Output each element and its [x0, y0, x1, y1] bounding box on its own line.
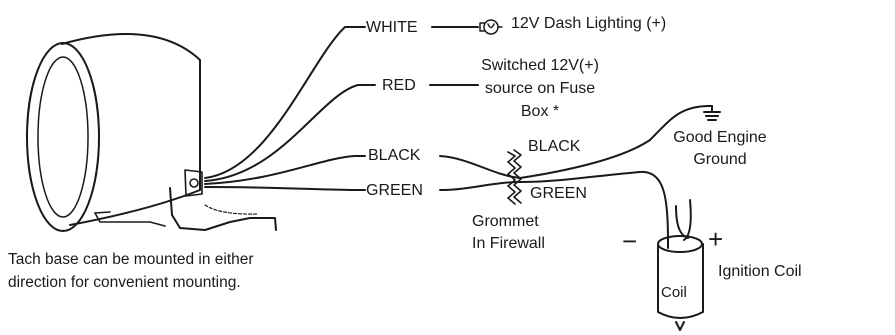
wire-label-black-after: BLACK	[528, 138, 581, 155]
wire-label-green: GREEN	[366, 182, 423, 199]
wire-black-after	[519, 104, 713, 179]
wire-black	[204, 155, 366, 185]
ground-label-2: Ground	[693, 151, 747, 168]
mounting-note-line-2: direction for convenient mounting.	[8, 274, 241, 291]
coil-minus-sign: −	[622, 226, 638, 256]
wire-label-black: BLACK	[368, 147, 421, 164]
coil-plus-sign: +	[708, 224, 724, 254]
dash-lighting-label: 12V Dash Lighting (+)	[511, 15, 667, 32]
grommet-label-2: In Firewall	[472, 235, 545, 252]
grommet-label-1: Grommet	[472, 213, 539, 230]
coil-label: Coil	[661, 284, 687, 301]
wire-label-green-after: GREEN	[530, 185, 587, 202]
switched-source-label-3: Box *	[520, 103, 560, 120]
ground-symbol-icon	[703, 105, 721, 121]
grommet-icon	[507, 149, 522, 205]
switched-source-label-2: source on Fuse	[484, 80, 596, 97]
wire-green	[204, 186, 366, 191]
ignition-coil-icon	[657, 199, 704, 331]
wire-label-white: WHITE	[366, 19, 418, 36]
ground-label-1: Good Engine	[673, 129, 767, 146]
ignition-coil-label: Ignition Coil	[718, 263, 802, 280]
wire-label-red: RED	[382, 77, 416, 94]
wire-red	[204, 84, 376, 182]
mounting-note-line-1: Tach base can be mounted in either	[8, 251, 254, 268]
switched-source-label-1: Switched 12V(+)	[481, 57, 599, 74]
wire-green-after	[519, 170, 669, 241]
wire-white	[204, 26, 366, 179]
bulb-icon	[479, 19, 503, 35]
gauge-icon	[26, 33, 277, 232]
